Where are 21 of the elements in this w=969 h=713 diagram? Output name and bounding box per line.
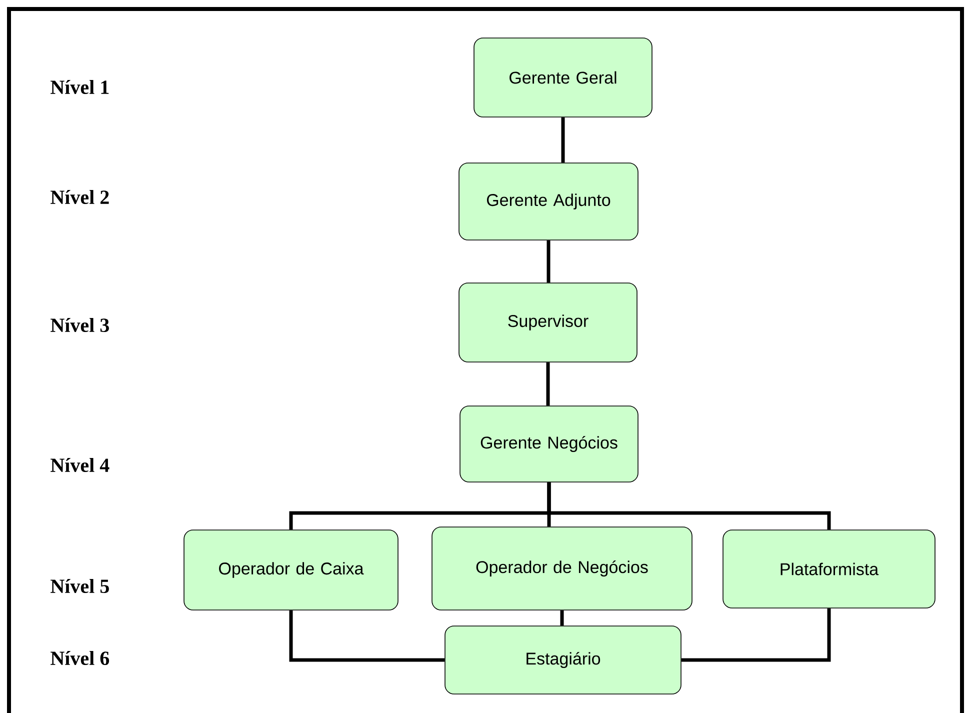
level-label: Nível 2	[50, 190, 109, 204]
connector-line	[681, 608, 831, 662]
connector-line	[546, 240, 550, 283]
level-label: Nível 4	[50, 458, 110, 472]
org-box: Gerente Adjunto	[458, 162, 638, 240]
connector-line	[547, 482, 831, 530]
level-label: Nível 1	[50, 80, 109, 94]
org-box: Operador de Caixa	[184, 530, 398, 610]
org-box: Gerente Negócios	[460, 406, 638, 482]
level-label: Nível 5	[50, 578, 109, 594]
connector-line	[560, 610, 564, 626]
org-box: Estagiário	[444, 626, 682, 694]
level-label: Nível 3	[50, 318, 109, 332]
org-box: Plataformista	[722, 530, 936, 608]
org-box: Supervisor	[458, 282, 638, 362]
org-box: Operador de Negócios	[432, 526, 692, 610]
connector-line	[546, 362, 550, 406]
org-box: Gerente Geral	[474, 38, 652, 118]
connector-line	[289, 610, 445, 662]
connector-line	[561, 117, 565, 163]
level-label: Nível 6	[50, 650, 110, 666]
